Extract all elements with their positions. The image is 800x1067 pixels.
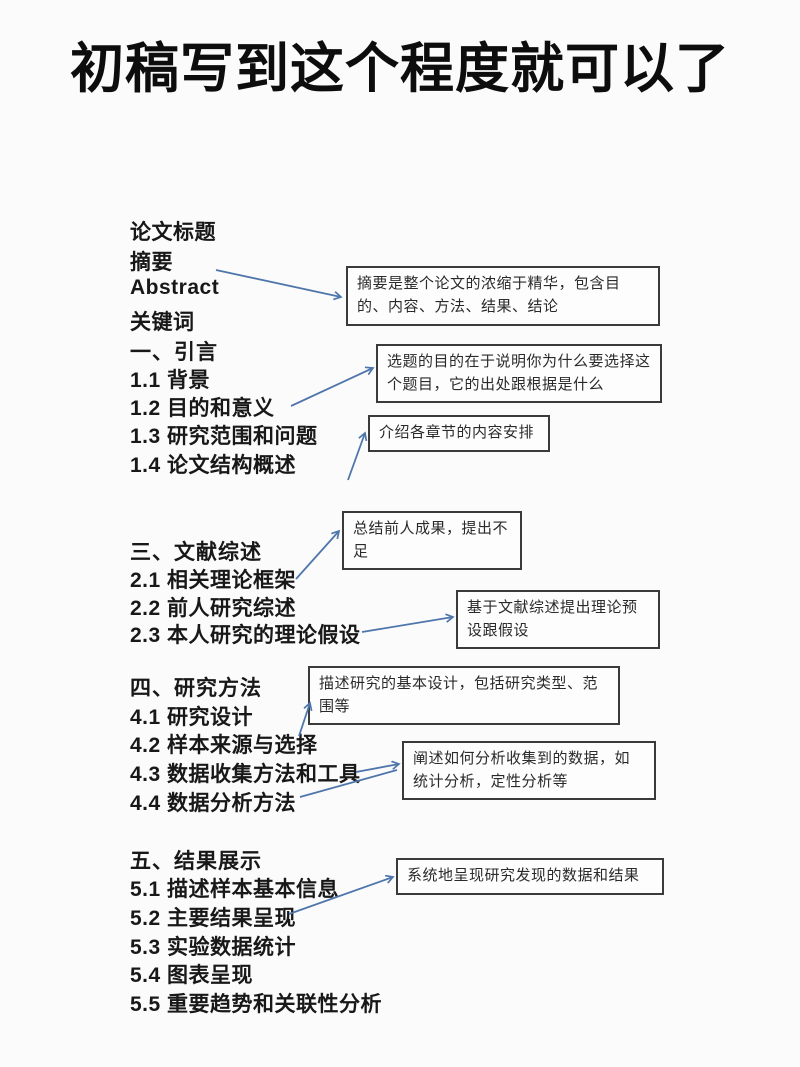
page-title: 初稿写到这个程度就可以了 — [70, 39, 730, 99]
arrow-2-3-to-box — [361, 617, 453, 633]
arrow-4-3-to-box — [355, 764, 399, 773]
outline-item-4-4: 4.4 数据分析方法 — [130, 792, 297, 815]
annotation-box-structure: 介绍各章节的内容安排 — [368, 415, 550, 452]
outline-item-paper-title: 论文标题 — [130, 221, 216, 244]
outline-item-keywords: 关键词 — [130, 311, 195, 334]
outline-item-1-2: 1.2 目的和意义 — [130, 397, 275, 420]
annotation-box-results: 系统地呈现研究发现的数据和结果 — [396, 858, 664, 895]
section-heading-introduction: 一、引言 — [130, 341, 218, 364]
arrow-abstract-to-box — [215, 269, 341, 297]
outline-item-5-2: 5.2 主要结果呈现 — [130, 907, 297, 930]
annotation-box-abstract: 摘要是整个论文的浓缩于精华，包含目的、内容、方法、结果、结论 — [346, 266, 660, 326]
outline-item-4-3: 4.3 数据收集方法和工具 — [130, 763, 361, 786]
outline-item-abstract-cn: 摘要 — [130, 251, 173, 274]
outline-item-1-4: 1.4 论文结构概述 — [130, 454, 297, 477]
annotation-box-hypothesis: 基于文献综述提出理论预设跟假设 — [456, 590, 660, 649]
outline-item-5-1: 5.1 描述样本基本信息 — [130, 878, 340, 901]
annotation-box-purpose: 选题的目的在于说明你为什么要选择这个题目，它的出处跟根据是什么 — [376, 344, 662, 403]
annotation-box-prior-work: 总结前人成果，提出不足 — [342, 511, 522, 570]
outline-item-1-1: 1.1 背景 — [130, 369, 211, 392]
annotation-box-design: 描述研究的基本设计，包括研究类型、范围等 — [308, 666, 620, 725]
outline-item-5-5: 5.5 重要趋势和关联性分析 — [130, 993, 383, 1016]
arrow-1-2-to-box — [290, 368, 373, 407]
outline-item-2-3: 2.3 本人研究的理论假设 — [130, 624, 361, 647]
outline-item-4-1: 4.1 研究设计 — [130, 706, 254, 729]
annotation-box-analysis: 阐述如何分析收集到的数据，如统计分析，定性分析等 — [402, 741, 656, 800]
outline-item-5-3: 5.3 实验数据统计 — [130, 936, 297, 959]
outline-item-4-2: 4.2 样本来源与选择 — [130, 734, 318, 757]
outline-item-2-2: 2.2 前人研究综述 — [130, 597, 297, 620]
section-heading-literature-review: 三、文献综述 — [130, 541, 262, 564]
arrow-2-1-to-box — [295, 531, 339, 580]
section-heading-research-methods: 四、研究方法 — [130, 677, 262, 700]
outline-item-5-4: 5.4 图表呈现 — [130, 964, 254, 987]
outline-item-1-3: 1.3 研究范围和问题 — [130, 425, 318, 448]
arrow-1-4-to-box — [347, 433, 365, 481]
section-heading-results: 五、结果展示 — [130, 850, 262, 873]
outline-item-2-1: 2.1 相关理论框架 — [130, 569, 297, 592]
outline-item-abstract-en: Abstract — [130, 276, 220, 299]
